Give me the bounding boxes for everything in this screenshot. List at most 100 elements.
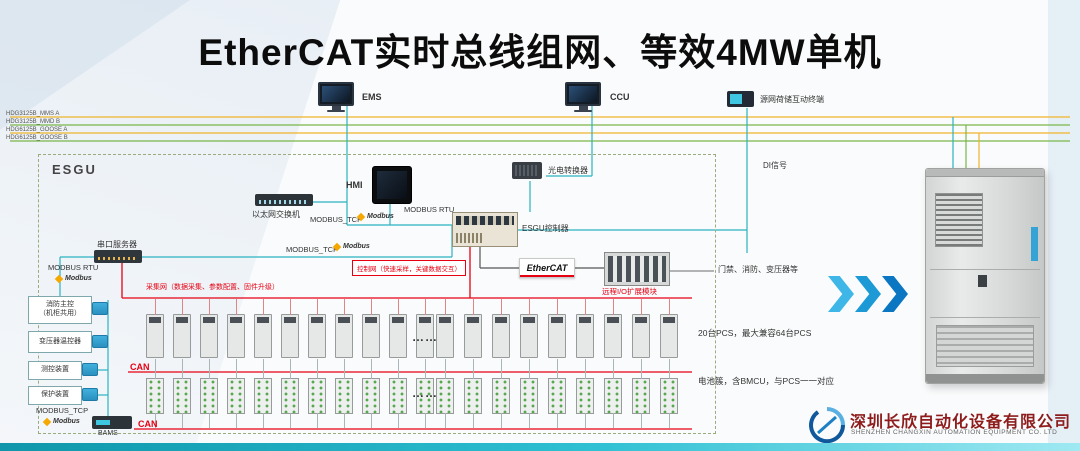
monitor-screen [565,82,601,106]
transformer-device-icon [92,335,108,348]
monitor-screen [318,82,354,106]
serial-server-label: 串口服务器 [97,240,137,249]
ellipsis-text: …… [412,386,438,400]
optical-converter-label: 光电转换器 [548,166,588,175]
collect-net-label: 采集网（数据采集、参数配置、固件升级） [146,284,279,291]
battery-module [660,359,678,428]
company-name-cn: 深圳长欣自动化设备有限公司 [850,414,1072,431]
cabinet-seam [930,317,1040,318]
modbus-logo-icon: Modbus [42,417,80,426]
ems-label: EMS [362,92,382,102]
battery-module [254,359,272,428]
esgu-controller-label: ESGU控制器 [522,224,569,233]
cabinet-vent-grille [935,193,983,247]
ellipsis-text: …… [412,330,438,344]
modbus-logo-icon: Modbus [332,242,370,251]
modbus-logo-text: Modbus [65,275,92,282]
battery-module [632,359,650,428]
battery-module [548,359,566,428]
hmi-panel-icon [372,166,412,204]
battery-module [520,359,538,428]
battery-row [146,359,434,428]
pcs-module [173,299,191,358]
footer-accent-bar [0,443,1080,451]
bams-device-icon [92,416,132,429]
measure-device-icon [82,363,98,376]
modbus-logo-text: Modbus [53,418,80,425]
esgu-controller-icon [452,212,518,247]
modbus-logo-text: Modbus [343,243,370,250]
can-bus-label: CAN [138,419,158,429]
terminal-label: 源网荷储互动终端 [760,95,824,104]
modbus-logo-text: Modbus [367,213,394,220]
protection-label: 保护装置 [41,391,69,399]
can-bus-label: CAN [130,362,150,372]
pcs-module [227,299,245,358]
esgu-label: ESGU [52,162,97,177]
remote-io-label: 远程I/O扩展模块 [602,287,658,296]
pcs-count-note: 20台PCS，最大兼容64台PCS [698,328,812,338]
pcs-module [416,299,434,358]
serial-server-icon [94,250,142,263]
pcs-module [576,299,594,358]
pcs-module [632,299,650,358]
pcs-module [604,299,622,358]
ccu-monitor-icon [565,82,601,112]
remote-io-module-icon [604,252,670,286]
monitor-stand [578,106,588,110]
battery-module [492,359,510,428]
company-name-en: SHENZHEN CHANGXIN AUTOMATION EQUIPMENT C… [851,429,1058,436]
esgu-boundary-box [38,154,716,434]
pcs-module [520,299,538,358]
modbus-tcp-label: MODBUS_TCP [310,215,363,224]
battery-module [308,359,326,428]
ethernet-switch-label: 以太网交换机 [252,210,300,219]
page-title: EtherCAT实时总线组网、等效4MW单机 [198,32,882,73]
battery-module [335,359,353,428]
battery-module [227,359,245,428]
bus-label: HDG3125B_MMS A [6,111,60,117]
pcs-module [436,299,454,358]
battery-row [436,359,678,428]
pcs-module [308,299,326,358]
bus-label: HDG6125B_GOOSE B [6,135,68,141]
battery-module [416,359,434,428]
bus-label: HDG3125B_MMD B [6,119,61,125]
transformer-temp-label: 变压器温控器 [39,337,81,345]
battery-module [464,359,482,428]
fire-device-icon [92,302,108,315]
pcs-row [436,299,678,358]
control-net-label: 控制网（快速采样，关键数据交互） [352,260,466,276]
measure-control-label: 测控装置 [41,366,69,374]
pcs-cabinet [925,168,1045,384]
modbus-logo-icon: Modbus [54,274,92,283]
protection-device-icon [82,388,98,401]
pcs-module [335,299,353,358]
ethernet-switch-icon [255,194,313,206]
battery-module [604,359,622,428]
fire-control-label: 消防主控 [46,301,74,309]
battery-note: 电池簇，含BMCU，与PCS一一对应 [698,376,835,386]
cabinet-display [978,275,987,287]
ems-monitor-icon [318,82,354,112]
pcs-module [362,299,380,358]
battery-module [436,359,454,428]
bams-label: BAMS [98,430,118,437]
monitor-stand [331,106,341,110]
bus-label: HDG6125B_GOOSE A [6,127,68,133]
pcs-module [660,299,678,358]
fire-control-sublabel: （机柜共用） [39,310,81,317]
modbus-diamond-icon [356,212,366,221]
pcs-module [464,299,482,358]
pcs-module [492,299,510,358]
transformer-temp-box: 变压器温控器 [28,331,92,353]
battery-module [200,359,218,428]
cabinet-label-strip [1031,227,1038,261]
modbus-rtu-label: MODBUS RTU [404,205,455,214]
optical-converter-icon [512,162,542,179]
pcs-module [254,299,272,358]
pcs-module [548,299,566,358]
cabinet-top-cap [926,169,1044,177]
battery-module [362,359,380,428]
